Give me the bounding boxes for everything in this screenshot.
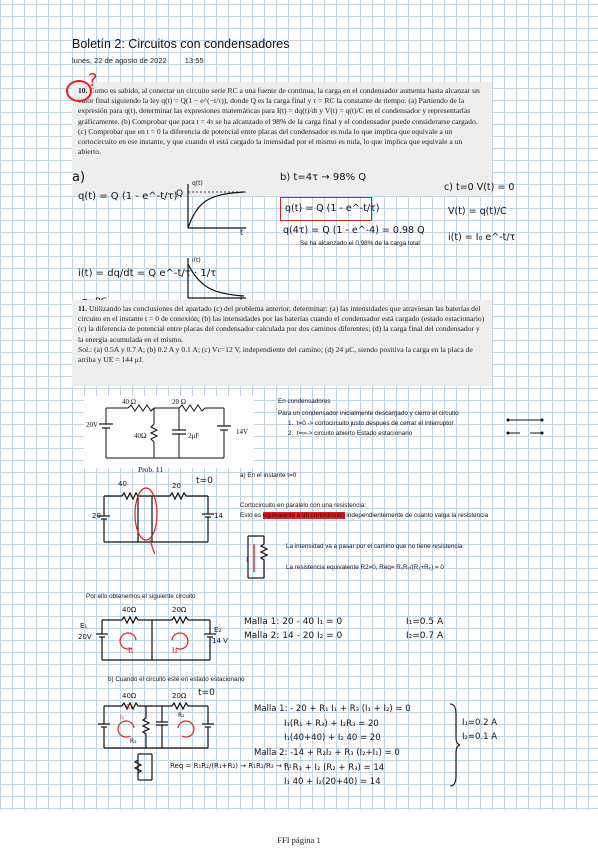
hw-r1-label: R₁ (126, 704, 133, 711)
hw-circuit-stationary (98, 701, 214, 749)
hw-r20b: 20Ω (172, 606, 187, 614)
hw-t0-b: t=0 (198, 688, 215, 698)
hw-q-symbol: Q (176, 189, 184, 199)
hw-b-label: b) t=4τ → 98% Q (280, 172, 367, 183)
hw-vt: V(t) = q(t)/C (448, 206, 507, 217)
note-obtain: Por ello obtenemos el siguiente circuito (86, 593, 196, 600)
question-mark: ? (88, 70, 98, 91)
problem-11-number: 11. (78, 304, 88, 313)
note-a-instant: a) En el instante t=0 (240, 472, 297, 479)
circuit-caption: Prob. 11 (138, 465, 164, 474)
note-b: Se ha alcanzado el 0,98% de la carga tot… (300, 240, 420, 247)
problem-10-text: Como es sabido, al conectar un circuito … (78, 86, 480, 157)
hw-e2v: 14 V (212, 637, 228, 645)
hw-i2: I₂ (172, 646, 178, 655)
page-footer: FFI página 1 (277, 835, 321, 845)
graph-current-label: i(t) (192, 257, 201, 264)
mesh-b-sol1: I₁=0.2 A (462, 718, 498, 728)
mesh-a-sol2: I₂=0.7 A (406, 631, 444, 641)
note-current-path: La intensidad va a pasar por el camino q… (286, 543, 463, 550)
hw-r40: 40 (118, 480, 127, 488)
page-title: Boletín 2: Circuitos con condensadores (72, 37, 290, 51)
hw-v14: 14 (214, 512, 223, 520)
note-item1: 1. t=0 -> cortocircuito justo despues de… (288, 420, 454, 427)
label-r3: 40Ω (134, 432, 147, 440)
graph-charge (187, 184, 246, 229)
problem-11-text: Utilizando las conclusiones del apartado… (78, 304, 485, 344)
circuit-diagram-printed (84, 396, 254, 468)
hw-req-equation: Req = R₁R₂/(R₁+R₂) → R₁R₂/R₂ → R₁ (170, 762, 292, 770)
graph-charge-axis: t (240, 228, 244, 237)
note-short-parallel: Cortocircuito en paralelo con una resist… (240, 502, 367, 509)
problem-11-statement: 11. Utilizando las conclusiones del apar… (72, 300, 492, 386)
note-req: La resistencia equivalente R2=0, Req= R₁… (286, 564, 444, 571)
hw-i-short: I (246, 556, 249, 564)
hw-e1: E₁ (80, 622, 88, 630)
hw-r20-stat: 20Ω (172, 692, 187, 700)
hw-c-label: c) t=0 V(t) = 0 (444, 182, 515, 193)
page-bottom-margin (0, 810, 598, 848)
switch-symbols (506, 418, 544, 435)
mesh-b-l6: I₁ 40 + I₂(20+40) = 14 (284, 777, 381, 787)
hw-r40-stat: 40Ω (122, 692, 137, 700)
mesh-b-l4: Malla 2: -14 + R₂I₂ + R₃ (I₂+I₁) = 0 (254, 748, 400, 758)
hw-e2: E₂ (214, 626, 222, 634)
boxed-charge-formula (280, 197, 372, 221)
hw-i1-stat: I₁ (120, 714, 125, 721)
mesh-b-l1: Malla 1: - 20 + R₁ I₁ + R₃ (I₁ + I₂) = 0 (254, 704, 411, 714)
note-equivalent: Esto es equivalente a un cortocircuito i… (240, 512, 489, 519)
problem-11-solution: Sol.: (a) 0.5A y 0.7 A; (b) 0.2 A y 0.1 … (78, 344, 473, 365)
hw-qt: q(t) = Q (1 - e^-t/τ) (78, 191, 178, 202)
mesh-a-eq1: Malla 1: 20 - 40 I₁ = 0 (244, 617, 343, 627)
hw-req-diagram (133, 753, 153, 781)
label-v2: 14V (236, 428, 249, 436)
page-date: lunes, 22 de agosto de 2022 (72, 56, 167, 65)
graph-current (187, 258, 246, 299)
mesh-a-sol1: I₁=0.5 A (406, 617, 444, 627)
hw-circuit-simplified (96, 615, 216, 661)
hw-e1v: 20V (78, 633, 92, 641)
note-item2: 2. t=∞-> circuito abierto Estado estacio… (288, 430, 413, 437)
mesh-b-l5: I₁ R₃ + I₂ (R₂ + R₃) = 14 (284, 763, 385, 773)
mesh-b-l2: I₁(R₁ + R₃) + I₂R₃ = 20 (284, 719, 379, 729)
hw-t0-a: t=0 (196, 476, 213, 486)
label-c: 2μF (188, 432, 200, 440)
problem-10-statement: 10. Como es sabido, al conectar un circu… (72, 82, 492, 196)
hw-it-c: i(t) = I₀ e^-t/τ (448, 232, 516, 243)
mesh-b-sol2: I₂=0.1 A (462, 732, 498, 742)
mesh-b-l3: I₁(40+40) + I₂ 40 = 20 (284, 733, 381, 743)
hw-r40b: 40Ω (122, 606, 137, 614)
hw-circuit-t0 (98, 487, 214, 554)
graph-charge-label: q(t) (192, 180, 203, 187)
brace (449, 703, 460, 787)
mesh-a-eq2: Malla 2: 14 - 20 I₂ = 0 (244, 631, 343, 641)
hw-r20: 20 (172, 482, 181, 490)
graph-current-axis: t (240, 295, 243, 304)
hw-q4t: q(4τ) = Q (1 - e^-4) = 0.98 Q (283, 225, 425, 236)
note-b-stationary: b) Cuando el circuito esté en estado est… (108, 676, 245, 683)
hw-r3-label: R₃ (130, 738, 137, 745)
page-time: 13:55 (184, 56, 204, 65)
hw-qt-boxed: q(t) = Q (1 - e^-t/τ) (285, 203, 380, 214)
label-r2: 20 Ω (172, 398, 186, 406)
note-en-condensadores: En condensadores (278, 398, 331, 405)
label-v1: 20V (86, 421, 99, 429)
hw-v20: 20 (92, 512, 101, 520)
note-intro: Para un condensador inicialmente descarg… (278, 410, 459, 417)
page-dateline: lunes, 22 de agosto de 2022 13:55 (72, 56, 220, 65)
hw-it: i(t) = dq/dt = Q e^-t/τ · 1/τ (78, 268, 217, 279)
label-r1: 40 Ω (122, 398, 136, 406)
red-circle-mark (66, 80, 92, 102)
hw-i1: I₁ (128, 646, 134, 655)
hw-a-label: a) (72, 170, 86, 185)
hw-r2-label: R₂ (178, 712, 185, 719)
equivalent-highlight: equivalente a un cortocircuito (262, 512, 345, 519)
hw-short-diagram (247, 535, 269, 579)
